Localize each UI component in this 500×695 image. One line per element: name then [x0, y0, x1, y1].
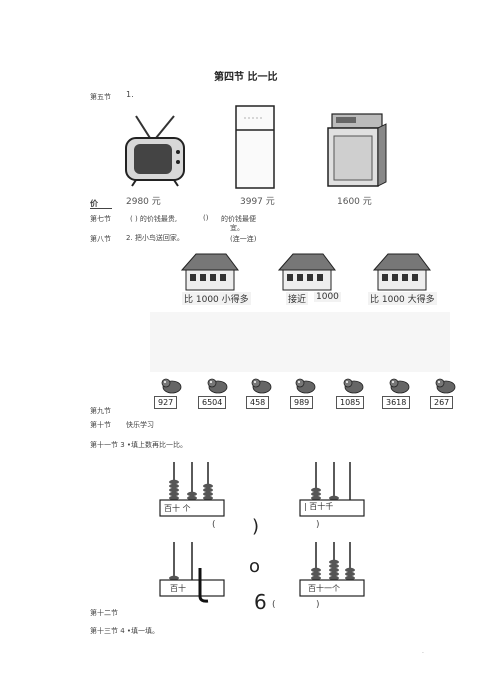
abacus-2-label: | 百十千 — [304, 502, 334, 511]
bird-icon — [161, 378, 182, 394]
section-10-text: 快乐学习 — [126, 421, 154, 429]
section-5-label: 第五节 — [90, 93, 111, 101]
bird-icon — [251, 378, 272, 394]
faint-background — [150, 312, 450, 372]
question-2-task: 2. 把小鸟送回家。 — [126, 234, 184, 242]
price-refrigerator: 3997 元 — [240, 197, 275, 207]
paren-close-2: ) — [316, 520, 320, 530]
question-1-part-3: 宜。 — [230, 224, 244, 232]
abacus-4-label: 百十一个 — [308, 584, 340, 593]
paren-open-1: ( — [212, 520, 216, 530]
bird-number: 3618 — [382, 396, 411, 409]
section-8-label: 第八节 — [90, 235, 111, 243]
section-12-label: 第十二节 — [90, 609, 118, 617]
house-2-icon — [277, 253, 336, 291]
bird-icon — [207, 378, 228, 394]
section-13-label: 第十三节 4 •填一填。 — [90, 627, 160, 635]
page-title: 第四节 比一比 — [214, 72, 278, 83]
bird-icon — [435, 378, 456, 394]
price-washing-machine: 1600 元 — [337, 197, 372, 207]
price-tv: 2980 元 — [126, 197, 161, 207]
compare-circle: o — [249, 556, 261, 577]
question-1-part-1: ( ) 的价钱最贵, — [130, 215, 178, 223]
section-10-label: 第十节 — [90, 421, 111, 429]
abacus-4-icon — [299, 542, 365, 597]
house-1-icon — [180, 253, 239, 291]
bird-number: 989 — [290, 396, 314, 409]
divider-line — [90, 208, 112, 209]
section-11-label: 第十一节 3 •填上数再比一比。 — [90, 441, 188, 449]
question-1-part-2: 的价钱最便 — [221, 215, 256, 223]
paren-close-3: ) — [316, 600, 320, 610]
refrigerator-icon — [235, 105, 275, 189]
price-mark: 价 — [90, 199, 98, 208]
page-mark: . — [422, 648, 424, 655]
bird-icon — [295, 378, 316, 394]
section-7-label: 第七节 — [90, 215, 111, 223]
abacus-1-label: 百十 个 — [164, 504, 191, 513]
washing-machine-icon — [327, 113, 387, 187]
bird-number: 927 — [154, 396, 178, 409]
house-3-icon — [372, 253, 431, 291]
paren-close-1: ) — [252, 516, 260, 537]
pen-mark-icon — [198, 568, 209, 603]
bird-number: 1085 — [336, 396, 365, 409]
house-2-number: 1000 — [314, 292, 341, 302]
tv-icon — [125, 115, 185, 187]
question-1-number: 1. — [126, 90, 134, 99]
section-9-label: 第九节 — [90, 407, 111, 415]
abacus-3-label: 百十 — [170, 584, 186, 593]
house-2-label: 接近 — [286, 292, 309, 305]
question-1-blank: () — [203, 214, 209, 222]
house-1-label: 比 1000 小得多 — [182, 292, 251, 305]
abacus-3-icon — [159, 542, 225, 597]
bird-icon — [389, 378, 410, 394]
abacus-2-icon — [299, 462, 365, 517]
bird-icon — [343, 378, 364, 394]
question-2-hint: (连一连) — [230, 235, 257, 243]
house-3-label: 比 1000 大得多 — [368, 292, 437, 305]
bird-number: 267 — [430, 396, 454, 409]
bird-number: 6504 — [198, 396, 227, 409]
bird-number: 458 — [246, 396, 270, 409]
paren-open-2: ( — [272, 600, 276, 610]
abacus-1-icon — [159, 462, 225, 517]
handwritten-six: 6 — [254, 590, 267, 614]
bird-row: 927 6504 458 989 1085 3618 267 — [150, 376, 460, 416]
